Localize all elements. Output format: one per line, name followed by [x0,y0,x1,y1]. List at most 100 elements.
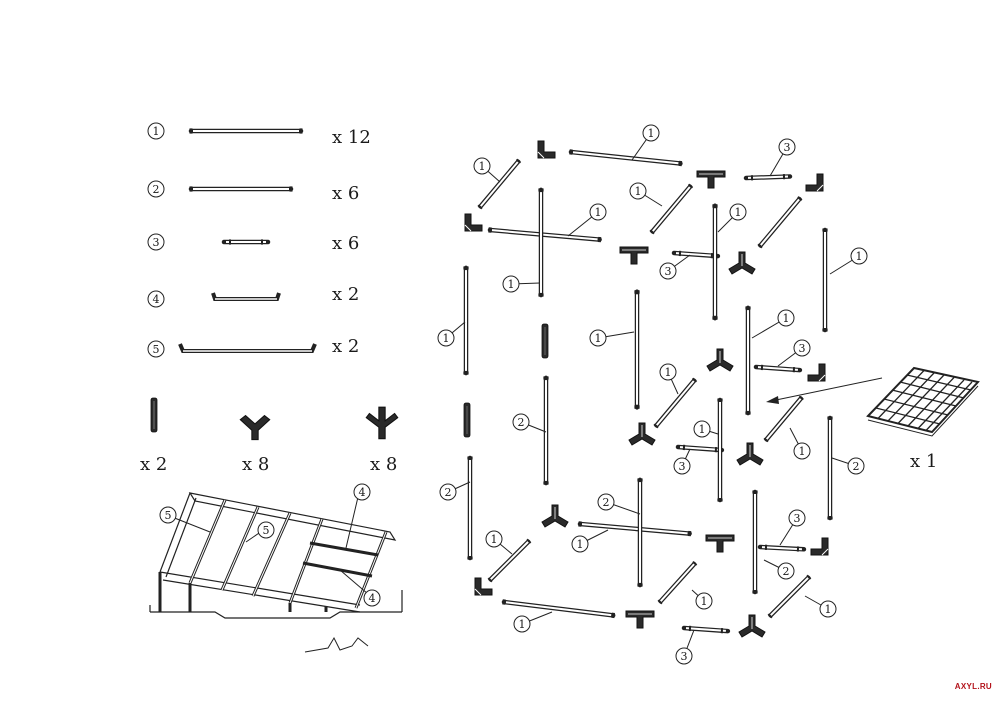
frame-callout: 3 [673,448,691,475]
joint [464,213,483,232]
joint [706,348,734,372]
post [467,458,472,558]
frame-callout: 2 [597,493,641,515]
connector-3way [239,414,271,441]
inset-callout-4: 4 [369,592,376,605]
callout-label: 3 [794,512,801,525]
callout-label: 1 [443,332,450,345]
frame-callout: 3 [779,509,806,546]
tube [504,599,614,618]
callout-label: 1 [519,618,526,631]
part-3-tube [224,239,268,244]
frame-callout: 1 [659,363,679,395]
part-5-marker [147,340,165,358]
frame-callout: 1 [829,247,868,275]
callout-label: 1 [799,445,806,458]
callout-label: 1 [595,332,602,345]
tube [580,521,690,536]
callout-circle [673,457,691,475]
joint [541,504,569,528]
joint [705,534,735,553]
callout-circle [629,182,647,200]
frame-callout: 1 [571,529,609,553]
connector-4way-qty: x 8 [370,454,397,475]
callout-label: 1 [648,127,655,140]
post [463,268,468,373]
tube [571,149,681,166]
callout-circle [778,138,796,156]
mesh-arrow [775,377,883,401]
frame-callout: 3 [777,339,811,367]
frame-callout: 1 [804,595,837,618]
parts-legend: 1 x 12 2 x 6 3 x 6 4 x 2 5 [147,122,371,358]
inset-callout-3: 4 [359,486,366,499]
callout-circle [788,509,806,527]
callout-label: 3 [681,650,688,663]
tube [648,182,695,236]
frame-callout: 1 [567,203,607,237]
mesh-shelf [866,366,980,437]
callout-circle [729,203,747,221]
part-4-qty: x 2 [332,284,359,305]
tube [656,559,699,606]
post [745,308,750,413]
callout-label: 1 [479,160,486,173]
callout-label: 1 [508,278,515,291]
frame-callout: 3 [659,254,691,280]
part-5-label: 5 [153,343,160,356]
callout-label: 2 [445,486,452,499]
callout-label: 3 [679,460,686,473]
callout-circle [571,535,589,553]
frame-callout: 3 [769,138,796,177]
frame-callout: 1 [502,275,541,293]
joint [738,614,766,638]
callout-circle [675,647,693,665]
callout-circle [695,592,713,610]
part-4-row: 4 x 2 [147,284,359,308]
connectors-legend: x 2 x 8 x 8 [140,397,399,475]
callout-label: 1 [699,423,706,436]
post [543,378,548,483]
post [637,480,642,585]
callout-label: 3 [665,265,672,278]
callout-label: 1 [577,538,584,551]
joint [696,170,726,189]
post [538,190,543,295]
callout-circle [473,157,491,175]
frame-callout: 1 [751,309,795,339]
stub [463,402,471,438]
callout-circle [793,339,811,357]
post [717,400,722,500]
callout-label: 2 [783,565,790,578]
part-2-row: 2 x 6 [147,180,359,204]
frame-callout: 1 [629,182,663,207]
callout-circle [439,483,457,501]
callout-circle [437,329,455,347]
tube [746,174,790,181]
part-1-marker [147,122,165,140]
tube [756,194,804,250]
connector-4way [365,406,399,440]
frame-callout: 1 [691,589,713,610]
frame-callout: 1 [717,203,747,233]
callout-label: 1 [783,312,790,325]
post [822,230,827,330]
frame-callout: 1 [589,329,635,347]
callout-circle [513,615,531,633]
callout-circle [693,420,711,438]
tube [678,444,722,452]
callout-label: 1 [595,206,602,219]
part-3-row: 3 x 6 [147,233,359,254]
callout-circle [793,442,811,460]
callout-label: 2 [853,460,860,473]
joint [805,173,824,192]
callout-circle [659,363,677,381]
frame-callout: 1 [789,427,811,460]
frame-callout: 1 [473,157,501,183]
frame-callout: 1 [513,611,553,633]
callout-label: 3 [784,141,791,154]
frame-callout: 2 [763,559,795,580]
mesh-arrow-head [766,396,779,404]
part-2-marker [147,180,165,198]
frame-callout: 1 [437,321,466,347]
